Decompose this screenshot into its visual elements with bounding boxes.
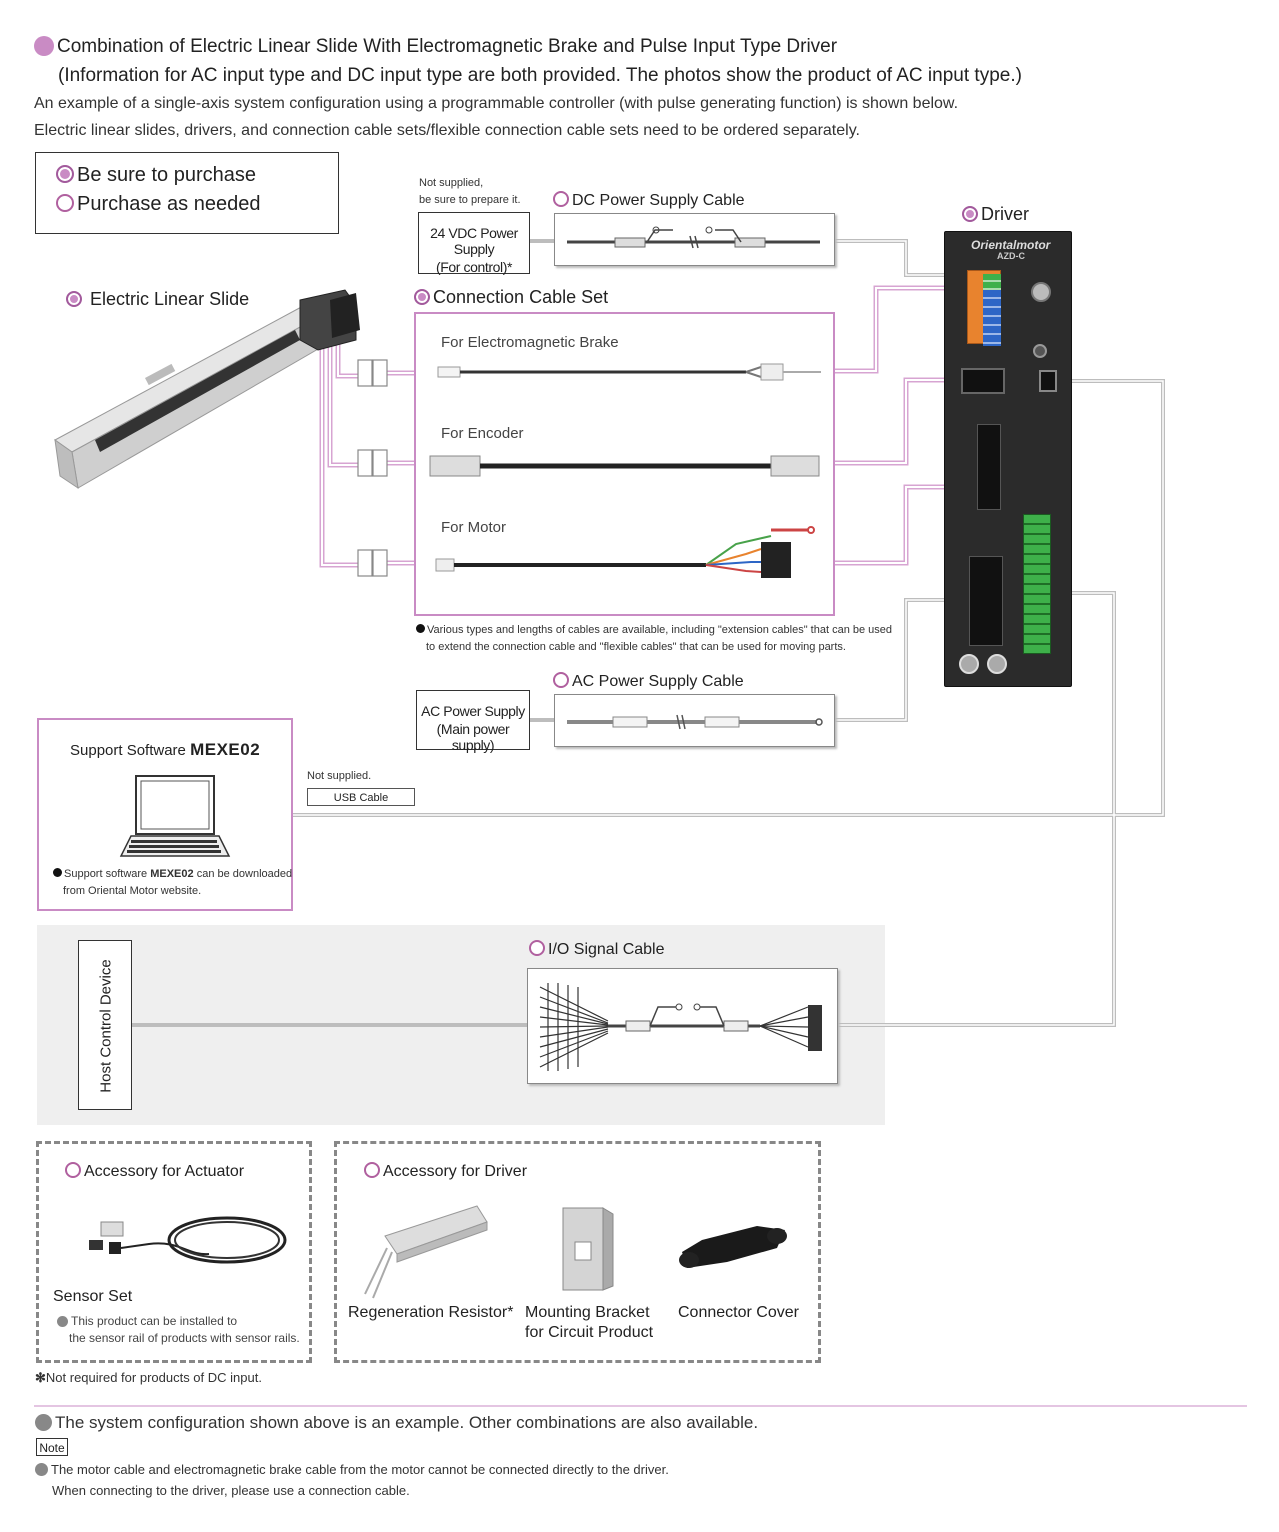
regeneration-resistor-label: Regeneration Resistor* [348, 1304, 514, 1321]
software-title: Support Software MEXE02 [70, 740, 261, 759]
sensor-set-note-1: This product can be installed to [57, 1314, 237, 1328]
required-marker-icon [66, 291, 82, 307]
cable-set-note-1: Various types and lengths of cables are … [416, 624, 892, 636]
ac-cable-title: AC Power Supply Cable [553, 672, 744, 691]
cn1-blue-terminals [983, 290, 1001, 346]
note-tag: Note [36, 1438, 68, 1456]
connector-cover-label: Connector Cover [678, 1304, 799, 1321]
cable-set-note-2: to extend the connection cable and "flex… [426, 641, 846, 653]
accessory-driver-title: Accessory for Driver [364, 1162, 527, 1181]
software-note-2: from Oriental Motor website. [63, 885, 202, 897]
sensor-set-image [89, 1216, 287, 1264]
cable-set-icons [429, 363, 821, 578]
driver-unit: Orientalmotor AZD-C [944, 231, 1072, 687]
laptop-icon [119, 775, 231, 857]
legend-optional: Purchase as needed [56, 193, 260, 216]
io-cable-box [527, 968, 838, 1084]
io-cable-icon [539, 983, 822, 1071]
required-marker-icon [962, 206, 978, 222]
dc-cable-icon [567, 226, 820, 249]
slide-cable-lines [319, 330, 358, 568]
dc-supply-note-2: be sure to prepare it. [419, 194, 521, 206]
ground-screw [959, 654, 979, 674]
ground-screw [987, 654, 1007, 674]
accessory-driver-box: Accessory for Driver Regeneration Resist… [334, 1141, 821, 1363]
optional-marker-icon [553, 672, 569, 688]
footer-note-2-line-2: When connecting to the driver, please us… [52, 1483, 410, 1498]
bullet-icon [57, 1316, 68, 1327]
cable-brake-label: For Electromagnetic Brake [441, 334, 619, 351]
optional-marker-icon [529, 940, 545, 956]
sensor-set-note-2: the sensor rail of products with sensor … [69, 1331, 300, 1345]
asterisk-icon: ✻ [35, 1370, 46, 1385]
cn2-encoder-port [961, 368, 1005, 394]
footer-note-2-line-1: The motor cable and electromagnetic brak… [35, 1462, 669, 1477]
ac-cable-icon [567, 714, 823, 730]
software-note-1: Support software MEXE02 can be downloade… [53, 868, 292, 880]
host-control-device-box: Host Control Device [78, 940, 132, 1110]
mounting-bracket-label-2: for Circuit Product [525, 1324, 654, 1341]
bullet-icon [35, 1414, 52, 1431]
driver-brand: Orientalmotor [971, 238, 1051, 252]
bullet-icon [34, 36, 54, 56]
required-marker-icon [56, 165, 74, 183]
current-dial [1031, 282, 1051, 302]
bullet-icon [416, 624, 425, 633]
usb-cable-label: USB Cable [307, 788, 415, 806]
cable-encoder-label: For Encoder [441, 425, 524, 442]
cn1-green-terminals [983, 274, 1001, 290]
accessory-actuator-title: Accessory for Actuator [65, 1162, 244, 1181]
cable-set-box: For Electromagnetic Brake For Encoder Fo… [414, 312, 835, 616]
cn4-power-port [969, 556, 1003, 646]
usb-port [1039, 370, 1057, 392]
sensor-set-label: Sensor Set [53, 1288, 133, 1305]
cn5-io-terminal [1023, 514, 1051, 654]
bullet-icon [35, 1463, 48, 1476]
software-box: Support Software MEXE02 Support software… [37, 718, 293, 911]
footer-note-1: The system configuration shown above is … [35, 1413, 758, 1433]
usb-note: Not supplied. [307, 770, 372, 782]
io-cable-title: I/O Signal Cable [529, 940, 665, 959]
driver-model: AZD-C [997, 251, 1025, 261]
dc-cable-title: DC Power Supply Cable [553, 191, 745, 210]
dc-power-supply-box: 24 VDC Power Supply (For control)* [418, 212, 530, 275]
accessory-driver-images [364, 1205, 787, 1299]
optional-marker-icon [364, 1162, 380, 1178]
description-line-1: An example of a single-axis system confi… [34, 95, 959, 112]
dc-supply-note-1: Not supplied, [419, 177, 484, 189]
required-marker-icon [414, 289, 430, 305]
ac-cable-box [554, 694, 835, 747]
mounting-bracket-label: Mounting Bracket [525, 1304, 650, 1321]
home-preset-button [1033, 344, 1047, 358]
dc-cable-box [554, 213, 835, 266]
bullet-icon [53, 868, 62, 877]
optional-marker-icon [553, 191, 569, 207]
page-subtitle: (Information for AC input type and DC in… [58, 65, 1022, 86]
accessory-actuator-box: Accessory for Actuator Sensor Set This p… [36, 1141, 312, 1363]
host-control-device-label: Host Control Device [97, 959, 115, 1093]
optional-marker-icon [56, 194, 74, 212]
optional-marker-icon [65, 1162, 81, 1178]
description-line-2: Electric linear slides, drivers, and con… [34, 122, 860, 139]
page-title: Combination of Electric Linear Slide Wit… [34, 36, 837, 58]
legend-box: Be sure to purchase Purchase as needed [35, 152, 339, 234]
driver-title: Driver [962, 204, 1029, 225]
ac-power-supply-box: AC Power Supply (Main power supply) [416, 690, 530, 753]
cn3-motor-port [977, 424, 1001, 510]
legend-purchase: Be sure to purchase [56, 164, 256, 187]
cable-motor-label: For Motor [441, 519, 507, 536]
cable-set-title: Connection Cable Set [414, 287, 608, 308]
footnote: ✻Not required for products of DC input. [35, 1370, 262, 1385]
slide-title: Electric Linear Slide [66, 289, 249, 310]
